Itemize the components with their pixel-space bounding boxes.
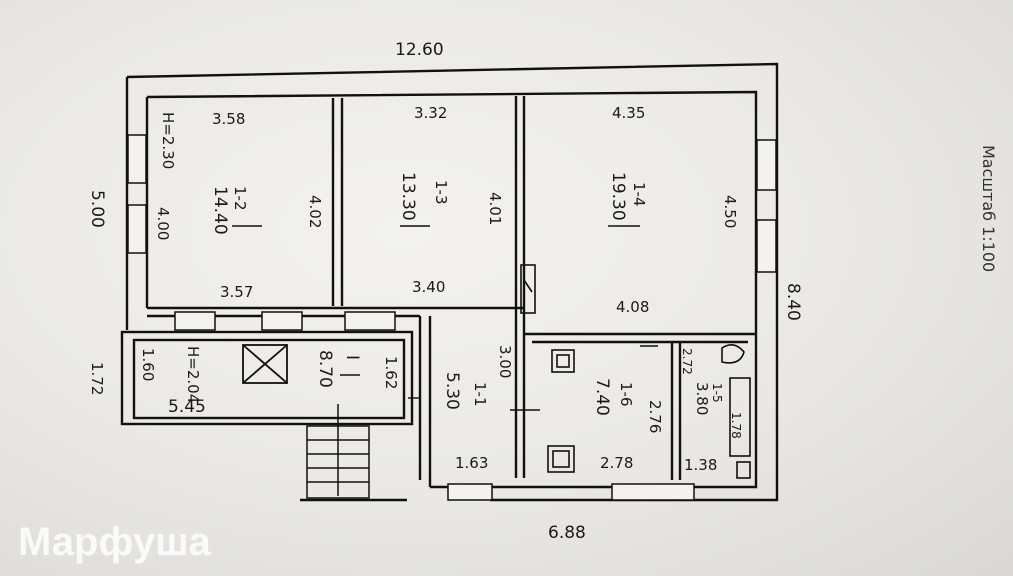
- veranda-right: 1.62: [382, 356, 400, 389]
- veranda-id: I: [342, 355, 362, 360]
- room-1-5-bottom: 1.38: [684, 456, 717, 474]
- room-1-5-id: 1-5: [710, 383, 724, 403]
- room-1-6-bottom: 2.78: [600, 454, 633, 472]
- windows: [127, 134, 777, 501]
- room-1-3-area: 13.30: [398, 172, 418, 221]
- room-1-2-ceiling: H=2.30: [159, 112, 177, 169]
- stairs: [306, 404, 370, 499]
- room-1-1: 1-1 5.30 3.00 1.63: [442, 345, 514, 472]
- room-1-6-right: 2.76: [646, 400, 664, 433]
- room-1-4-top: 4.35: [612, 104, 645, 122]
- room-1-4: 4.35 4.08 4.50 1-4 19.30: [608, 104, 739, 316]
- overall-bottom-width: 6.88: [548, 523, 586, 543]
- veranda-height: 1.72: [88, 362, 106, 395]
- room-1-1-area: 5.30: [442, 372, 462, 410]
- room-1-3-top: 3.32: [414, 104, 447, 122]
- room-1-3: 3.32 3.40 4.01 1-3 13.30: [398, 104, 504, 296]
- room-1-5-top: 2.72: [680, 348, 694, 375]
- room-1-2-bottom: 3.57: [220, 283, 253, 301]
- room-1-6-area: 7.40: [592, 378, 612, 416]
- room-1-1-id: 1-1: [471, 382, 489, 407]
- overall-left-height: 5.00: [87, 190, 107, 228]
- room-1-2: 3.58 3.57 H=2.30 4.00 4.02 1-2 14.40: [154, 110, 324, 301]
- stove-icon: [520, 264, 575, 473]
- overall-top-width: 12.60: [395, 40, 444, 60]
- veranda-left: 1.60: [139, 348, 157, 381]
- watermark-logo: Марфуша: [18, 520, 212, 564]
- room-1-5: 2.72 1-5 3.80 1.78 1.38: [680, 348, 743, 474]
- overall-right-height: 8.40: [783, 283, 803, 321]
- room-1-3-id: 1-3: [432, 180, 450, 205]
- room-1-4-bottom: 4.08: [616, 298, 649, 316]
- veranda-area: 8.70: [315, 350, 335, 388]
- room-1-4-id: 1-4: [630, 182, 648, 207]
- room-1-5-tub: 1.78: [729, 412, 743, 439]
- veranda-ceiling: H=2.04: [184, 346, 202, 403]
- room-1-4-area: 19.30: [608, 172, 628, 221]
- room-1-2-top: 3.58: [212, 110, 245, 128]
- room-1-5-area: 3.80: [693, 382, 711, 415]
- room-1-1-bottom: 1.63: [455, 454, 488, 472]
- outer-walls: [120, 62, 779, 502]
- room-1-1-right: 3.00: [496, 345, 514, 378]
- room-1-4-right: 4.50: [721, 195, 739, 228]
- bathtub-icon: [721, 344, 751, 479]
- ventilation-icon: [242, 344, 288, 384]
- room-1-2-left: 4.00: [154, 207, 172, 240]
- room-1-3-bottom: 3.40: [412, 278, 445, 296]
- room-1-6-id: 1-6: [617, 382, 635, 407]
- marker-lines: [232, 225, 658, 411]
- veranda-width: 5.45: [168, 397, 206, 417]
- veranda: I 8.70 H=2.04 1.60 1.62 5.45: [139, 346, 400, 417]
- room-1-2-id: 1-2: [231, 186, 249, 211]
- room-1-3-right: 4.01: [486, 192, 504, 225]
- room-1-6: 1-6 7.40 2.76 2.78: [592, 378, 664, 472]
- room-1-2-area: 14.40: [210, 186, 230, 235]
- room-1-2-right: 4.02: [306, 195, 324, 228]
- scale-note: Масштаб 1:100: [979, 145, 998, 272]
